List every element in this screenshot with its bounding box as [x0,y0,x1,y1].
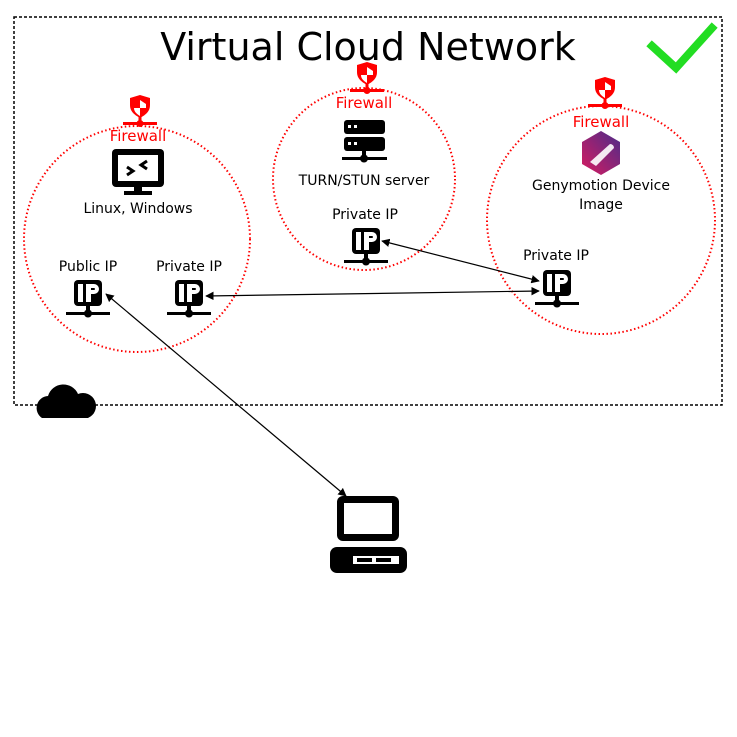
public-ip-icon[interactable] [66,280,110,318]
private-ip-icon[interactable] [167,280,211,318]
private-ip-label: Private IP [332,207,398,223]
zone-vm: Firewall Linux, Windows Public IP Privat… [23,95,251,353]
firewall-label: Firewall [110,127,167,145]
firewall-label: Firewall [336,94,393,112]
connection-client-public-ip [105,293,347,497]
network-boundary [13,16,723,406]
client-computer-icon[interactable] [330,496,407,573]
firewall-label: Firewall [573,113,630,131]
node-label: TURN/STUN server [298,173,430,189]
node-label: Linux, Windows [83,201,192,217]
diagram-title: Virtual Cloud Network [160,25,576,69]
private-ip-icon[interactable] [535,270,579,308]
server-icon [342,120,387,163]
checkmark-icon [646,22,718,74]
zone-turn-stun: Firewall TURN/STUN server Private IP [272,62,456,271]
connection-turn-genymotion [381,238,540,284]
zone-genymotion: Firewall Genymotion Device Image Private… [486,77,716,335]
public-ip-label: Public IP [59,259,117,275]
node-label-line1: Genymotion Device [532,178,670,194]
private-ip-icon[interactable] [344,228,388,266]
private-ip-label: Private IP [523,248,589,264]
connection-vm-genymotion [205,286,540,301]
cloud-icon [36,384,96,418]
node-label-line2: Image [579,197,623,213]
firewall-icon [588,77,622,109]
genymotion-logo-icon [582,131,620,175]
firewall-icon [123,95,157,127]
private-ip-label: Private IP [156,259,222,275]
remote-desktop-icon [112,149,164,195]
